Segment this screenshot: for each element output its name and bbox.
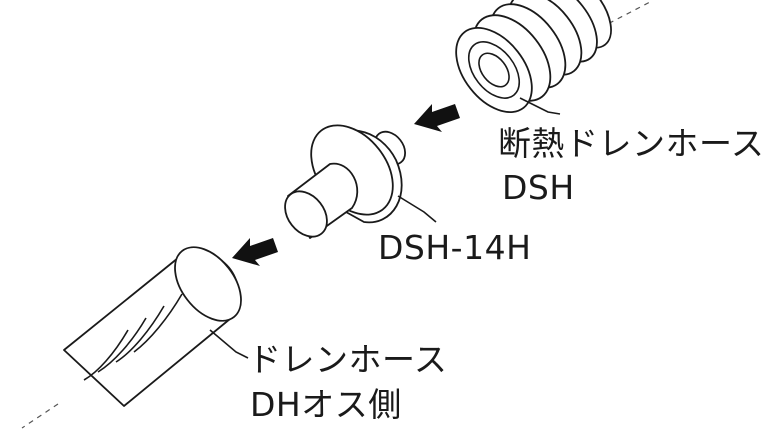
adapter-drawing [284,124,406,239]
label-drain-hose-model: DHオス側 [250,385,402,424]
arrow-icon-lower [232,238,278,266]
centerline-bottom [21,403,59,429]
leader-insulated-hose [519,97,561,115]
drain-hose-drawing [63,246,242,407]
label-adapter-model: DSH-14H [378,228,532,267]
leader-drain-hose [209,329,249,359]
label-insulated-hose-model: DSH [502,168,575,207]
insulated-hose-drawing [455,0,612,113]
leader-adapter [397,195,437,223]
label-insulated-hose-name: 断熱ドレンホース [498,124,765,163]
label-drain-hose-name: ドレンホース [248,340,448,379]
arrow-icon-upper [414,104,460,132]
